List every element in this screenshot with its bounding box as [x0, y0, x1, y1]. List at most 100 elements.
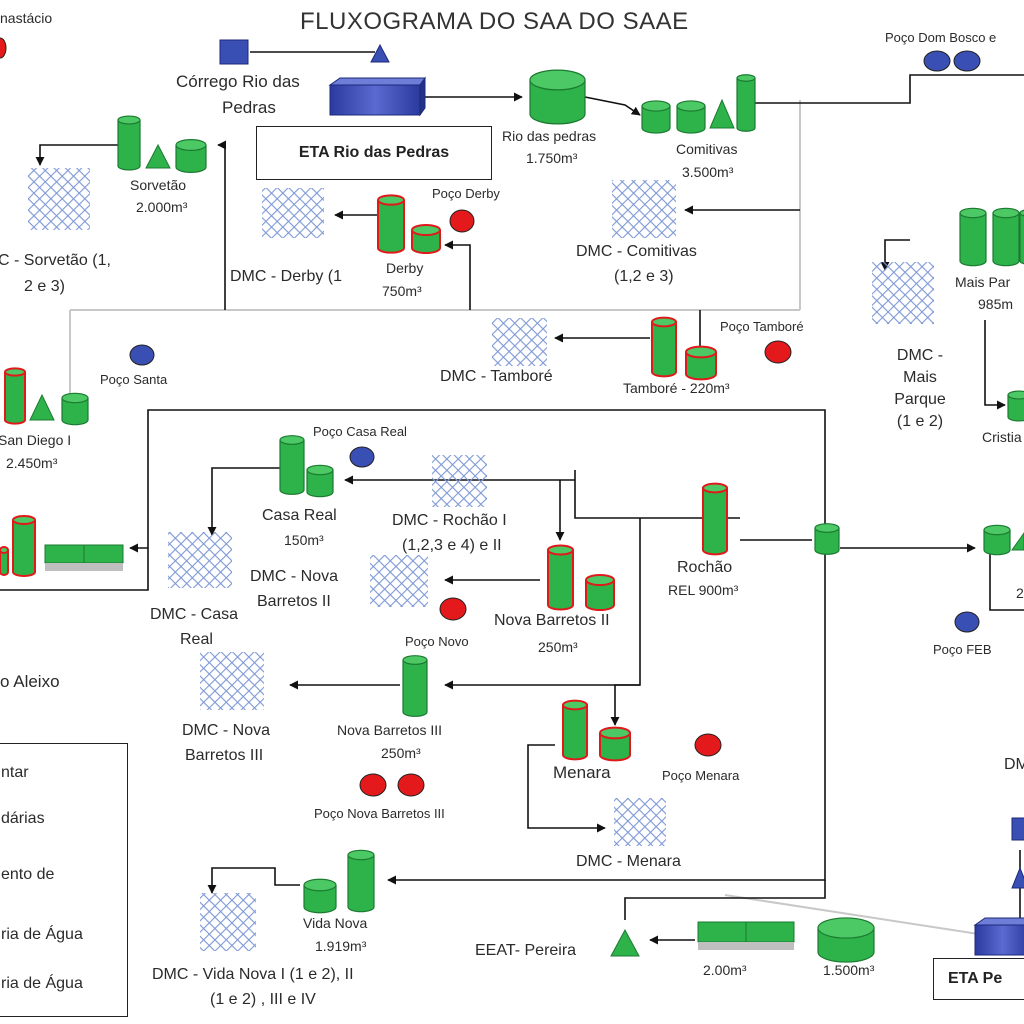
dmc-nova-barretos-ii-label-1: DMC - Nova — [250, 568, 339, 585]
nova-barretos-iii-name: Nova Barretos III — [337, 722, 443, 738]
tank-cylinder-11 — [4, 367, 26, 425]
flat-tank-blocks — [44, 544, 795, 950]
poco-tambore-label: Poço Tamboré — [720, 319, 804, 334]
tank-cylinder-5 — [117, 115, 141, 171]
tank-cylinder-4 — [736, 74, 756, 132]
corrego-source-square — [219, 39, 249, 65]
derby-capacity: 750m³ — [382, 283, 422, 299]
dmc-casa-real-label-1: DMC - Casa — [150, 606, 239, 623]
eta-rio-das-pedras-box: ETA Rio das Pedras — [256, 126, 492, 180]
tank-cylinder-15 — [12, 515, 36, 577]
dmc-grid-icons — [28, 168, 934, 951]
legend-box: ntar dárias ento de ria de Água ria de Á… — [0, 743, 128, 1017]
dmc-tambore-label: DMC - Tamboré — [440, 368, 553, 385]
comitivas-name: Comitivas — [676, 141, 738, 157]
comitivas-capacity: 3.500m³ — [682, 164, 734, 180]
dmc-mais-parque-line-1: DMC - — [896, 347, 944, 364]
san-diego-name: San Diego I — [0, 432, 72, 448]
vida-nova-name: Vida Nova — [303, 915, 368, 931]
tank-cylinder-18 — [547, 544, 574, 611]
dmc-menara-label: DMC - Menara — [576, 853, 681, 870]
rio-das-pedras-capacity: 1.750m³ — [526, 150, 578, 166]
dmc-nova-barretos-ii-label-2: Barretos II — [257, 593, 331, 610]
reservoir-tanks — [0, 69, 1024, 963]
right-reservoir-fragment: 2 — [1016, 585, 1024, 601]
tank-cylinder-14 — [306, 464, 334, 498]
derby-name: Derby — [386, 260, 424, 276]
legend-item-5: ria de Água — [1, 975, 83, 992]
dmc-right-fragment: DM — [1004, 756, 1024, 773]
pump-triangles — [29, 98, 1024, 957]
poco-casa-real-label: Poço Casa Real — [313, 424, 407, 439]
tank-cylinder-26 — [983, 524, 1011, 556]
cristia-name: Cristia — [982, 429, 1022, 445]
dmc-nova-barretos-iii-label-1: DMC - Nova — [182, 722, 271, 739]
tank-cylinder-3 — [676, 100, 706, 134]
eta-pereira-box: ETA Pe — [933, 958, 1024, 1000]
poco-nova-barretos-iii-label: Poço Nova Barretos III — [314, 806, 445, 821]
dmc-rochao-label-2: (1,2,3 e 4) e II — [402, 537, 502, 554]
corrego-label-1: Córrego Rio das — [176, 72, 300, 91]
dmc-rochao-label-1: DMC - Rochão I — [392, 512, 507, 529]
san-diego-capacity: 2.450m³ — [6, 455, 58, 471]
tank-cylinder-24 — [303, 878, 337, 914]
pereira-pump-triangle — [1011, 866, 1024, 889]
dmc-mais-parque-line-2: Mais — [903, 369, 937, 386]
dmc-sorvetao-label-1: C - Sorvetão (1, — [0, 252, 111, 269]
nova-barretos-ii-name: Nova Barretos II — [494, 612, 610, 629]
tank-cylinder-19 — [585, 573, 615, 612]
tank-cylinder-8 — [411, 223, 441, 255]
pereira-a-capacity: 2.00m³ — [703, 962, 747, 978]
pereira-b-capacity: 1.500m³ — [823, 962, 875, 978]
dmc-mais-parque-line-3: Parque — [894, 391, 946, 408]
eta-rio-das-pedras-unit — [328, 76, 426, 117]
tank-cylinder-2 — [641, 100, 671, 134]
eeat-pereira-label: EEAT- Pereira — [475, 942, 577, 959]
tank-cylinder-12 — [61, 392, 89, 426]
page-title: FLUXOGRAMA DO SAA DO SAAE — [300, 8, 689, 35]
tank-cylinder-6 — [175, 139, 207, 173]
dmc-mais-parque-line-4: (1 e 2) — [896, 413, 944, 430]
dmc-comitivas-label-1: DMC - Comitivas — [576, 243, 697, 260]
sorvetao-capacity: 2.000m³ — [136, 199, 188, 215]
tank-cylinder-17 — [702, 482, 728, 556]
mais-parque-name: Mais Par — [955, 274, 1011, 290]
dmc-sorvetao-label-2: 2 e 3) — [24, 278, 65, 295]
top-left-fragment-label: nastácio — [0, 10, 53, 26]
mais-parque-capacity: 985m — [978, 296, 1014, 312]
legend-item-3: ento de — [1, 866, 55, 883]
legend-item-2: dárias — [1, 810, 45, 827]
pereira-source-square — [1011, 817, 1024, 841]
legend-item-1: ntar — [1, 764, 29, 781]
poco-menara-label: Poço Menara — [662, 768, 740, 783]
poco-derby-label: Poço Derby — [432, 186, 500, 201]
tank-cylinder-25 — [814, 523, 840, 555]
sorvetao-name: Sorvetão — [130, 177, 187, 193]
casa-real-capacity: 150m³ — [284, 532, 324, 548]
main-pipe-lines — [69, 100, 986, 936]
casa-real-name: Casa Real — [262, 507, 337, 524]
flow-lines — [0, 51, 1024, 945]
tank-cylinder-10 — [685, 345, 717, 381]
dmc-vida-nova-label-2: (1 e 2) , III e IV — [210, 991, 316, 1008]
dmc-derby-label: DMC - Derby (1 — [230, 268, 343, 285]
tank-cylinder-30 — [1019, 209, 1024, 265]
tank-cylinder-28 — [959, 207, 987, 267]
poco-santa-label: Poço Santa — [100, 372, 168, 387]
dmc-casa-real-label-2: Real — [180, 631, 213, 648]
eta-rio-das-pedras-label: ETA Rio das Pedras — [298, 144, 450, 161]
tank-cylinder-29 — [992, 207, 1020, 267]
dmc-vida-nova-label-1: DMC - Vida Nova I (1 e 2), II — [152, 966, 354, 983]
aleixo-label: o Aleixo — [0, 672, 60, 691]
tank-cylinder-7 — [377, 194, 405, 254]
rochao-name: Rochão — [677, 559, 733, 576]
rochao-capacity: REL 900m³ — [668, 582, 739, 598]
menara-name: Menara — [553, 763, 611, 782]
dmc-nova-barretos-iii-label-2: Barretos III — [185, 747, 264, 764]
tank-cylinder-1 — [529, 69, 586, 125]
poco-feb-label: Poço FEB — [933, 642, 992, 657]
nova-barretos-iii-capacity: 250m³ — [381, 745, 421, 761]
